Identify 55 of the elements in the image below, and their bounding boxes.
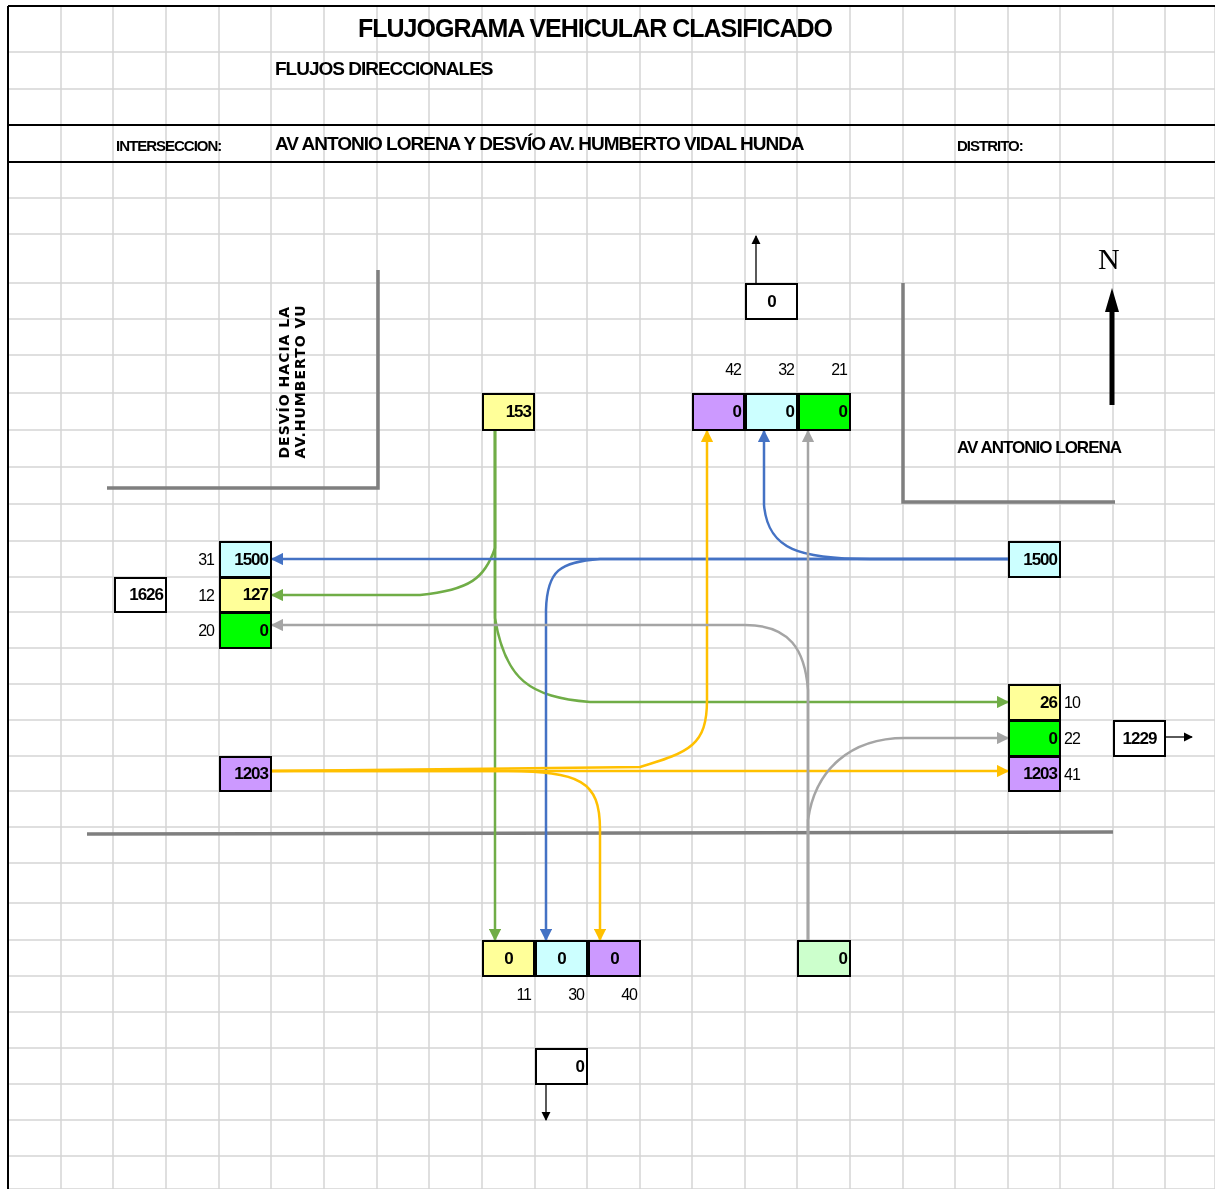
- flow-arrow: [751, 235, 761, 284]
- flow-arrow: [806, 731, 1010, 940]
- flow-arrow: [1165, 732, 1193, 742]
- count-value: 0: [575, 1056, 584, 1077]
- count-box: [219, 756, 272, 792]
- count-value: 0: [1048, 728, 1057, 749]
- north-label: N: [1098, 242, 1120, 276]
- flow-arrow: [541, 1084, 551, 1121]
- lane-code: 10: [1064, 694, 1080, 712]
- count-value: 1626: [129, 585, 163, 605]
- lane-code: 40: [621, 986, 637, 1004]
- street-name: DESVÍO HACIA LA AV.HUMBERTO VU: [275, 303, 308, 459]
- count-value: 0: [838, 948, 847, 969]
- count-value: 1500: [1023, 549, 1057, 570]
- count-value: 0: [767, 291, 776, 312]
- count-box: [797, 940, 851, 977]
- count-value: 0: [259, 620, 268, 641]
- lane-code: 11: [516, 986, 531, 1004]
- count-value: 0: [785, 402, 794, 422]
- count-value: 153: [505, 402, 531, 422]
- count-value: 1500: [234, 549, 268, 570]
- field-label: INTERSECCION:: [116, 137, 222, 154]
- count-value: 0: [504, 948, 513, 969]
- lane-code: 32: [778, 361, 794, 379]
- flow-arrow: [272, 769, 607, 942]
- title: FLUJOGRAMA VEHICULAR CLASIFICADO: [358, 14, 832, 43]
- count-box: [745, 283, 798, 320]
- subtitle: FLUJOS DIRECCIONALES: [275, 58, 493, 80]
- count-box: [482, 393, 535, 431]
- count-value: 0: [610, 948, 619, 969]
- count-value: 1229: [1122, 728, 1157, 749]
- field-label: DISTRITO:: [957, 137, 1023, 154]
- lane-code: 30: [568, 986, 584, 1004]
- lane-code: 12: [198, 587, 214, 605]
- count-value: 1203: [234, 764, 268, 784]
- count-box: [535, 1048, 588, 1085]
- count-value: 0: [557, 948, 566, 969]
- count-value: 127: [242, 585, 268, 605]
- flow-arrow: [539, 557, 1008, 942]
- count-box: [1113, 720, 1166, 757]
- count-value: 0: [732, 402, 741, 422]
- street-name: AV ANTONIO LORENA: [957, 438, 1122, 458]
- lane-code: 42: [725, 361, 741, 379]
- lane-code: 31: [198, 551, 214, 569]
- lane-code: 20: [198, 622, 214, 640]
- count-value: 1203: [1023, 764, 1057, 784]
- intersection-name: AV ANTONIO LORENA Y DESVÍO AV. HUMBERTO VIDAL HUNDA: [275, 133, 804, 155]
- flow-arrow: [493, 431, 1010, 709]
- count-value: 26: [1040, 692, 1057, 713]
- count-box: [1008, 541, 1061, 578]
- lane-code: 21: [831, 361, 847, 379]
- count-box: [114, 577, 167, 613]
- lane-code: 41: [1064, 766, 1080, 784]
- count-value: 0: [838, 402, 847, 422]
- lane-code: 22: [1064, 730, 1080, 748]
